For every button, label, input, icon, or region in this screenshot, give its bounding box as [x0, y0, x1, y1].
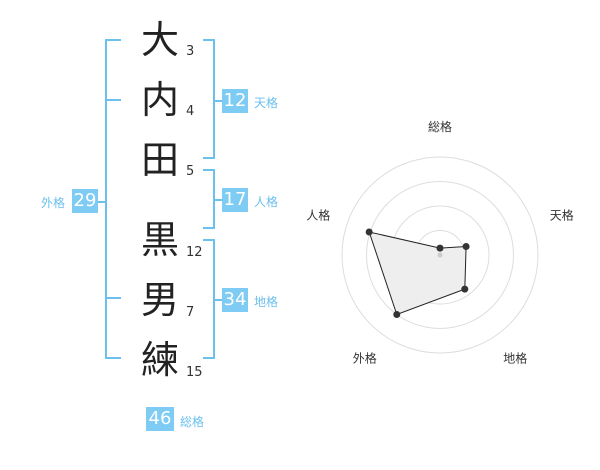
name-char-1: 大 — [140, 18, 179, 62]
name-char-2: 内 — [140, 78, 179, 122]
name-char-6: 練 — [140, 338, 179, 382]
radar-area — [368, 231, 467, 316]
tenkaku-bracket — [203, 39, 215, 159]
radar-axis-label-1: 総格 — [428, 119, 452, 134]
radar-axis-label-4: 外格 — [353, 351, 377, 366]
chikaku-label: 地格 — [254, 295, 279, 309]
stroke-count-3: 5 — [186, 164, 195, 179]
radar-point-1 — [436, 244, 444, 252]
radar-center — [437, 252, 443, 258]
name-char-4: 黒 — [140, 218, 179, 262]
tenkaku-label: 天格 — [254, 96, 279, 110]
radar-point-3 — [461, 285, 469, 293]
stroke-count-5: 7 — [186, 305, 195, 320]
chikaku-value: 34 — [222, 288, 248, 312]
radar-point-2 — [462, 243, 470, 251]
stroke-count-4: 12 — [186, 245, 203, 260]
name-char-3: 田 — [140, 138, 179, 182]
gaikaku-label: 外格 — [41, 196, 66, 210]
radar-ring-3 — [366, 181, 514, 329]
stroke-count-6: 15 — [186, 365, 203, 380]
soukaku-value: 46 — [146, 407, 174, 431]
gaikaku-bracket — [105, 39, 121, 359]
radar-axis-label-5: 人格 — [306, 207, 330, 222]
stroke-count-2: 4 — [186, 104, 195, 119]
name-char-5: 男 — [140, 278, 179, 322]
radar-point-4 — [393, 310, 401, 318]
soukaku-label: 総格 — [180, 415, 205, 429]
tenkaku-value: 12 — [222, 89, 248, 113]
gaikaku-value: 29 — [72, 189, 98, 213]
stroke-count-1: 3 — [186, 44, 195, 59]
radar-point-5 — [365, 228, 373, 236]
jinkaku-label: 人格 — [254, 195, 279, 209]
radar-axis-label-3: 地格 — [503, 351, 527, 366]
jinkaku-value: 17 — [222, 188, 248, 212]
radar-axis-label-2: 天格 — [550, 207, 574, 222]
radar-ring-4 — [341, 156, 539, 354]
